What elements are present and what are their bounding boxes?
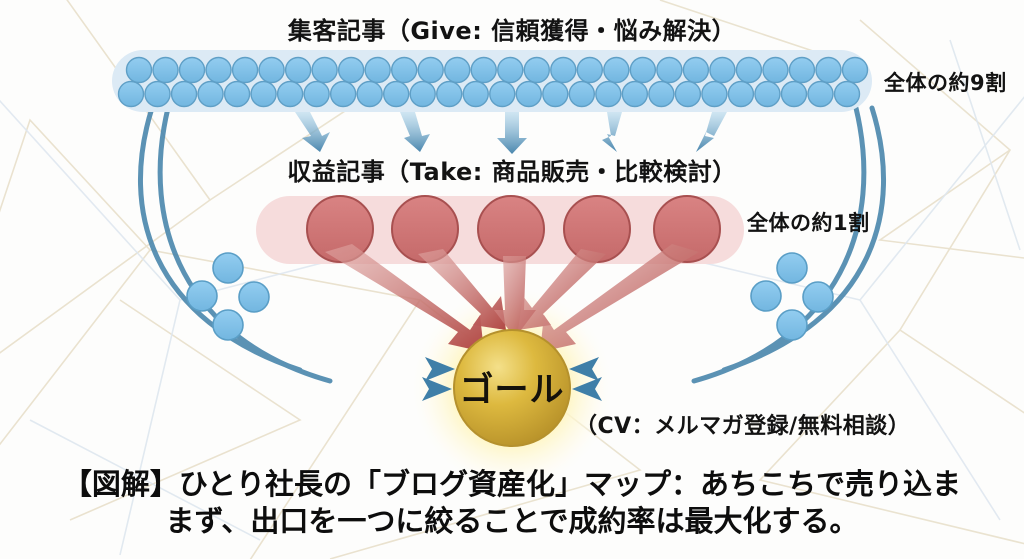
dot <box>337 56 365 84</box>
blue-dot-cluster-right <box>750 252 834 341</box>
dot <box>489 80 516 108</box>
dot <box>815 56 842 84</box>
dot <box>152 56 179 84</box>
dot <box>542 80 569 108</box>
dot <box>356 80 383 108</box>
dot <box>417 56 444 84</box>
take-section-title: 収益記事（Take: 商品販売・比較検討） <box>287 158 737 186</box>
dot <box>205 56 232 84</box>
dot <box>197 80 224 108</box>
caption-line-1: 【図解】ひとり社長の「ブログ資産化」マップ：あちこちで売り込ま <box>62 467 962 501</box>
dot <box>409 80 436 108</box>
figure-caption: 【図解】ひとり社長の「ブログ資産化」マップ：あちこちで売り込ま まず、出口を一つ… <box>0 466 1024 540</box>
dot <box>231 56 259 84</box>
dot <box>364 56 391 84</box>
dot <box>250 80 277 108</box>
dot <box>258 56 285 84</box>
dot <box>648 80 675 108</box>
give-section-title: 集客記事（Give: 信頼獲得・悩み解決） <box>287 17 737 45</box>
dot <box>178 56 206 84</box>
dot <box>682 56 710 84</box>
dot <box>391 195 459 263</box>
dot <box>436 80 463 108</box>
cv-note-label: （CV：メルマガ登録/無料相談） <box>575 414 911 439</box>
dot <box>306 195 374 263</box>
dot <box>390 56 418 84</box>
dot <box>117 80 145 108</box>
dot <box>735 56 763 84</box>
goal-label: ゴール <box>459 370 565 410</box>
blue-dot-cluster-left <box>186 252 270 341</box>
dot <box>223 80 251 108</box>
goal-circle <box>453 329 571 447</box>
caption-line-2: まず、出口を一つに絞ることで成約率は最大化する。 <box>165 504 859 539</box>
dot <box>523 56 550 84</box>
dot <box>276 80 304 108</box>
dot <box>762 56 789 84</box>
dot <box>701 80 728 108</box>
dot <box>754 80 781 108</box>
dot <box>595 80 622 108</box>
dot <box>329 80 357 108</box>
blue-circles-top-row <box>125 56 869 84</box>
blue-side-arrowheads <box>422 357 602 401</box>
dot <box>563 195 631 263</box>
dot <box>603 56 630 84</box>
red-converging-arrows <box>325 244 699 352</box>
dot <box>629 56 657 84</box>
dot <box>444 56 471 84</box>
dot <box>515 80 542 108</box>
dot <box>125 56 153 84</box>
dot <box>568 80 596 108</box>
dot <box>727 80 755 108</box>
dot <box>470 56 497 84</box>
dot <box>780 80 808 108</box>
blue-down-arrows <box>295 112 727 154</box>
blue-curved-paths <box>138 105 886 384</box>
dot <box>807 80 834 108</box>
dot <box>841 56 869 84</box>
dot <box>284 56 312 84</box>
dot <box>788 56 816 84</box>
dot <box>303 80 330 108</box>
dot <box>497 56 524 84</box>
dot <box>656 56 683 84</box>
blue-circles-bottom-row <box>117 80 861 108</box>
dot <box>144 80 171 108</box>
dot <box>550 56 577 84</box>
dot <box>462 80 489 108</box>
dot <box>382 80 410 108</box>
red-row-share-label: 全体の約1割 <box>747 211 870 235</box>
dot <box>311 56 338 84</box>
dot <box>674 80 702 108</box>
dot <box>477 195 545 263</box>
dot <box>170 80 198 108</box>
dot <box>709 56 736 84</box>
red-circles-row <box>306 195 721 263</box>
dot <box>621 80 649 108</box>
dot <box>833 80 861 108</box>
blue-row-share-label: 全体の約9割 <box>884 71 1007 95</box>
dot <box>576 56 604 84</box>
